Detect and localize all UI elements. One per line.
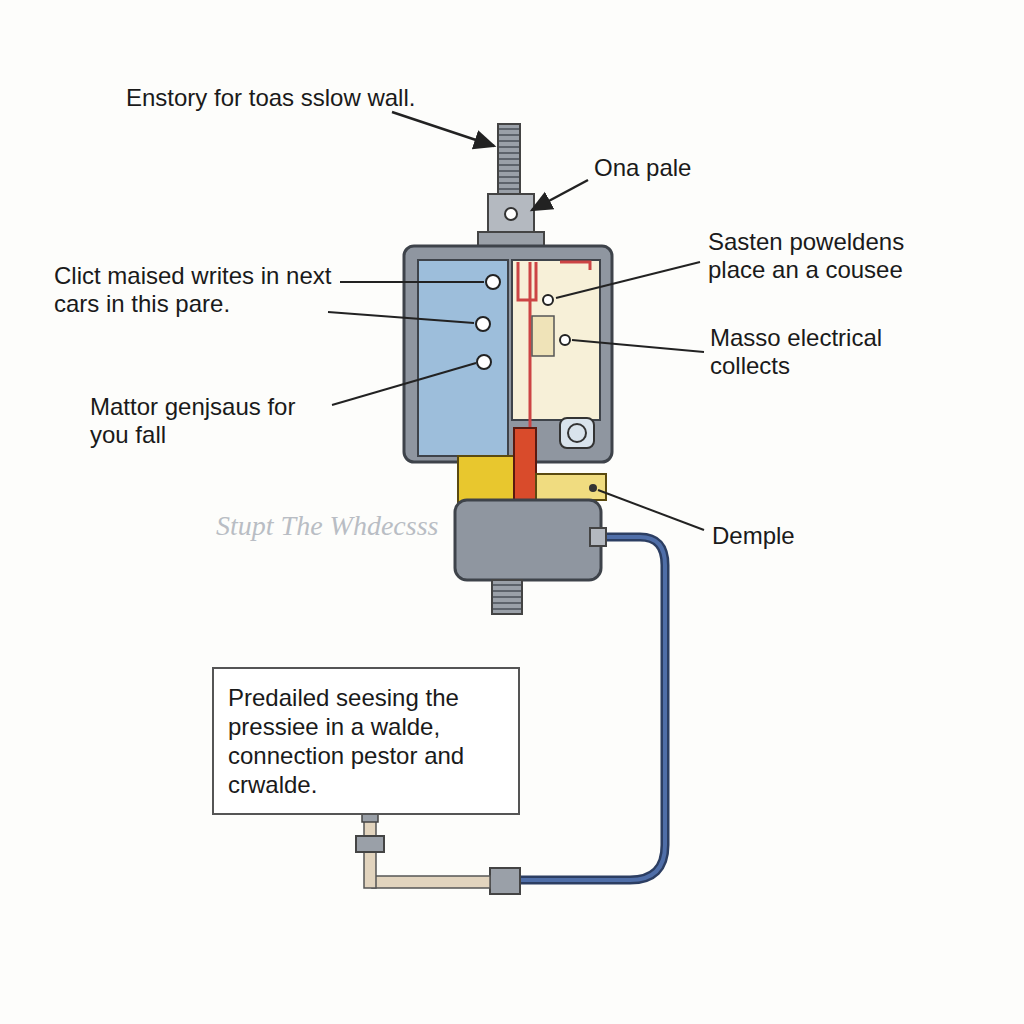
note-box: Predailed seesing the pressiee in a wald… [212, 667, 520, 815]
callout-label: Masso electrical collects [710, 324, 950, 380]
callout-label: Clict maised writes in next cars in this… [54, 262, 354, 318]
callout-label: Mattor genjsaus for you fall [90, 393, 330, 449]
note-text: Predailed seesing the pressiee in a wald… [228, 683, 504, 799]
watermark: Stupt The Whdecsss [216, 512, 438, 540]
callout-label: Enstory for toas sslow wall. [126, 84, 486, 112]
callout-label: Demple [712, 522, 832, 550]
callout-label: Ona pale [594, 154, 794, 182]
callout-label: Sasten poweldens place an a cousee [708, 228, 958, 284]
